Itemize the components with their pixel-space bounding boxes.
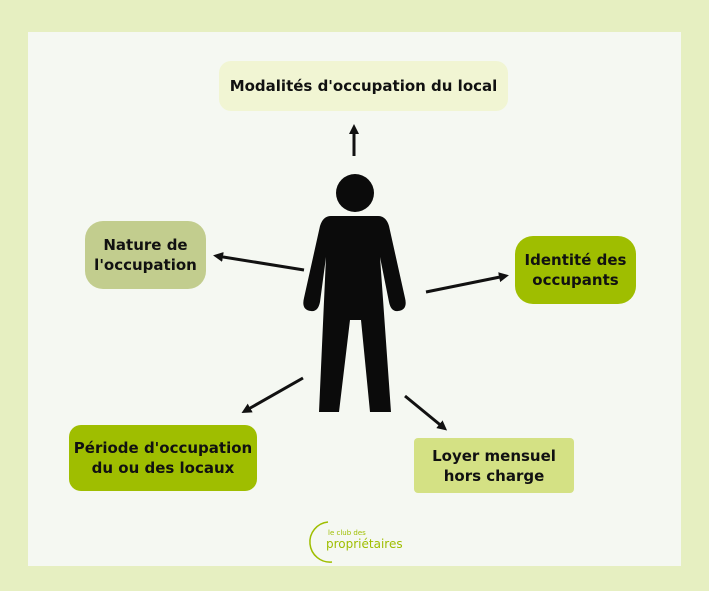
node-periode: Période d'occupation du ou des locaux (69, 425, 257, 491)
node-label: Loyer mensuel (432, 446, 556, 465)
arrow-icon (241, 376, 304, 413)
node-label: du ou des locaux (91, 459, 235, 477)
arrow-icon (404, 394, 448, 431)
person-icon (303, 174, 406, 412)
node-label: Modalités d'occupation du local (229, 77, 498, 95)
node-label: Identité des (524, 251, 627, 269)
logo-text-small: le club des (328, 529, 366, 537)
node-label: Nature de (103, 236, 188, 254)
logo-arc-icon (309, 521, 333, 563)
node-label: l'occupation (94, 256, 197, 274)
arrow-icon (425, 272, 509, 294)
node-label: occupants (532, 271, 619, 289)
node-loyer: Loyer mensuel hors charge (414, 438, 574, 493)
node-label: hors charge (443, 466, 545, 485)
brand-logo: le club des propriétaires (304, 519, 414, 565)
node-modalites: Modalités d'occupation du local (219, 61, 508, 111)
node-label: Période d'occupation (73, 439, 253, 457)
arrow-icon (213, 252, 305, 272)
logo-text-big: propriétaires (326, 537, 403, 551)
node-nature: Nature de l'occupation (85, 221, 206, 289)
node-identite: Identité des occupants (515, 236, 636, 304)
